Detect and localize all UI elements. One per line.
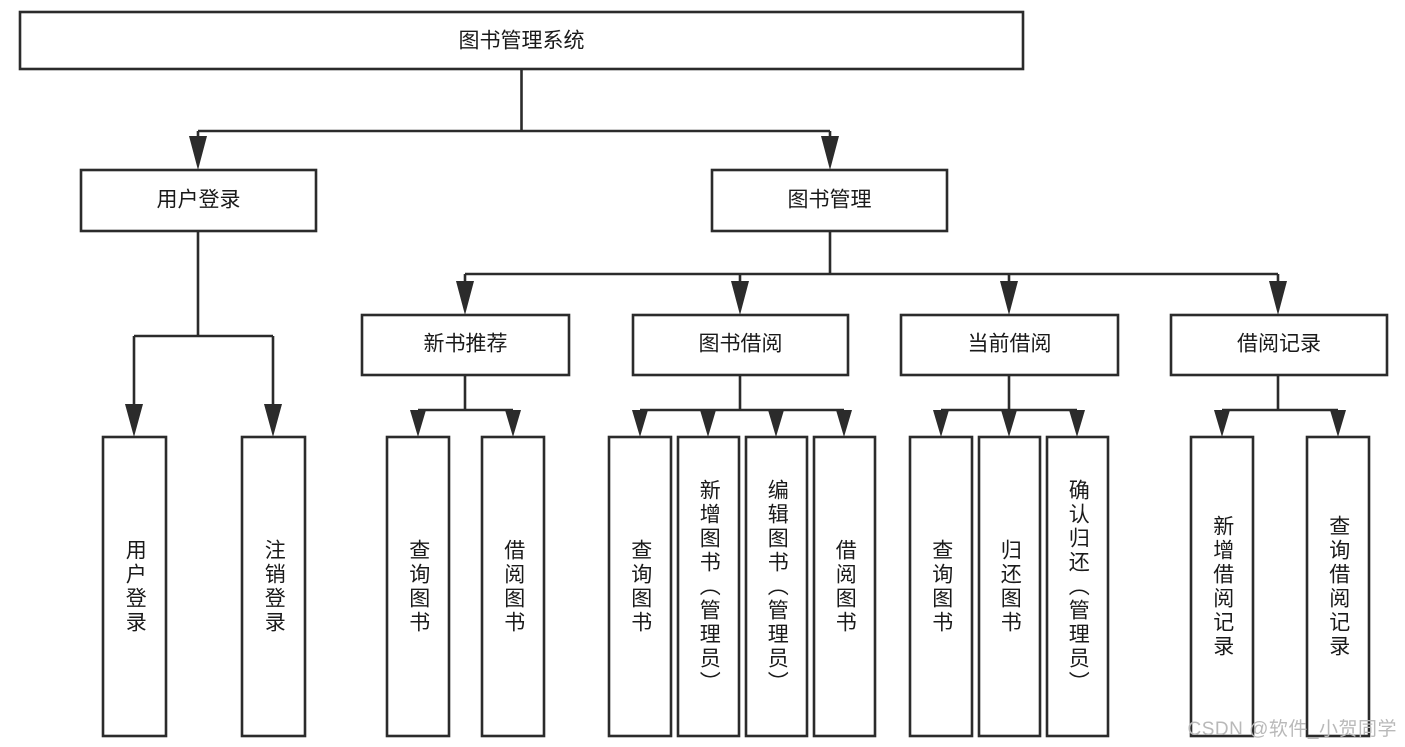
node-current-borrow-label: 当前借阅 <box>968 333 1052 356</box>
leaf-query-book-1-box[interactable] <box>385 435 451 738</box>
node-new-book-recommend[interactable]: 新书推荐 <box>360 313 571 377</box>
leaf-return-book-label: 归还图书 <box>998 538 1022 635</box>
node-new-book-recommend-label: 新书推荐 <box>424 333 508 356</box>
connector-layer <box>125 69 1346 437</box>
node-book-borrow-box[interactable] <box>631 313 850 377</box>
node-user-login[interactable]: 用户登录 <box>79 168 318 233</box>
leaf-query-book-3-box[interactable] <box>908 435 974 738</box>
arrow-head-leaf-return-book <box>1001 410 1017 437</box>
node-borrow-record-label: 借阅记录 <box>1237 333 1321 356</box>
arrow-head-leaf-query-book-2 <box>632 410 648 437</box>
node-current-borrow-box[interactable] <box>899 313 1120 377</box>
leaf-logout-label: 注销登录 <box>262 538 286 635</box>
arrow-head-new-book-recommend <box>456 281 474 315</box>
node-book-manage[interactable]: 图书管理 <box>710 168 949 233</box>
leaf-user-login-box[interactable] <box>101 435 168 738</box>
leaf-return-book-box[interactable] <box>977 435 1042 738</box>
leaf-logout-box[interactable] <box>240 435 307 738</box>
arrow-head-borrow-record <box>1269 281 1287 315</box>
arrow-head-leaf-add-book <box>700 410 716 437</box>
node-new-book-recommend-box[interactable] <box>360 313 571 377</box>
leaf-confirm-return-label: 确认归还（管理员） <box>1066 478 1090 695</box>
arrow-head-book-borrow <box>731 281 749 315</box>
arrow-head-current-borrow <box>1000 281 1018 315</box>
arrow-head-leaf-query-book-1 <box>410 410 426 437</box>
arrow-head-leaf-query-book-3 <box>933 410 949 437</box>
leaf-confirm-return-box[interactable] <box>1045 435 1110 738</box>
node-root-label: 图书管理系统 <box>459 30 585 53</box>
leaf-query-book-3-label: 查询图书 <box>929 538 953 635</box>
arrow-head-leaf-user-login <box>125 404 143 437</box>
node-book-manage-box[interactable] <box>710 168 949 233</box>
leaf-borrow-book-1-label: 借阅图书 <box>501 538 525 635</box>
node-book-manage-label: 图书管理 <box>788 189 872 212</box>
node-root[interactable]: 图书管理系统 <box>18 10 1025 71</box>
arrow-head-leaf-query-record <box>1330 410 1346 437</box>
node-book-borrow[interactable]: 图书借阅 <box>631 313 850 377</box>
leaf-edit-book-label: 编辑图书（管理员） <box>765 478 789 695</box>
csdn-watermark: CSDN @软件_小贺同学 <box>1187 719 1397 740</box>
leaf-query-record-label: 查询借阅记录 <box>1326 514 1350 659</box>
arrow-head-leaf-confirm-return <box>1069 410 1085 437</box>
leaf-add-record-label: 新增借阅记录 <box>1210 514 1234 659</box>
arrow-head-book-manage <box>821 136 839 170</box>
node-current-borrow[interactable]: 当前借阅 <box>899 313 1120 377</box>
arrow-head-leaf-add-record <box>1214 410 1230 437</box>
leaf-add-book-box[interactable] <box>676 435 741 738</box>
arrow-head-leaf-logout <box>264 404 282 437</box>
leaf-query-book-1-label: 查询图书 <box>406 538 430 635</box>
node-user-login-label: 用户登录 <box>157 189 241 212</box>
arrow-head-leaf-borrow-book-2 <box>836 410 852 437</box>
arrow-head-leaf-borrow-book-1 <box>505 410 521 437</box>
leaf-add-book-label: 新增图书（管理员） <box>697 478 721 695</box>
leaf-box-layer <box>101 435 1371 738</box>
node-borrow-record[interactable]: 借阅记录 <box>1169 313 1389 377</box>
leaf-borrow-book-2-label: 借阅图书 <box>833 538 857 635</box>
arrow-head-user-login <box>189 136 207 170</box>
leaf-add-record-box[interactable] <box>1189 435 1255 738</box>
leaf-edit-book-box[interactable] <box>744 435 809 738</box>
node-book-borrow-label: 图书借阅 <box>699 333 783 356</box>
node-borrow-record-box[interactable] <box>1169 313 1389 377</box>
arrow-head-leaf-edit-book <box>768 410 784 437</box>
leaf-borrow-book-1-box[interactable] <box>480 435 546 738</box>
node-root-box[interactable] <box>18 10 1025 71</box>
leaf-borrow-book-2-box[interactable] <box>812 435 877 738</box>
leaf-query-record-box[interactable] <box>1305 435 1371 738</box>
leaf-user-login-label: 用户登录 <box>123 538 147 635</box>
node-user-login-box[interactable] <box>79 168 318 233</box>
leaf-query-book-2-box[interactable] <box>607 435 673 738</box>
leaf-query-book-2-label: 查询图书 <box>628 538 652 635</box>
